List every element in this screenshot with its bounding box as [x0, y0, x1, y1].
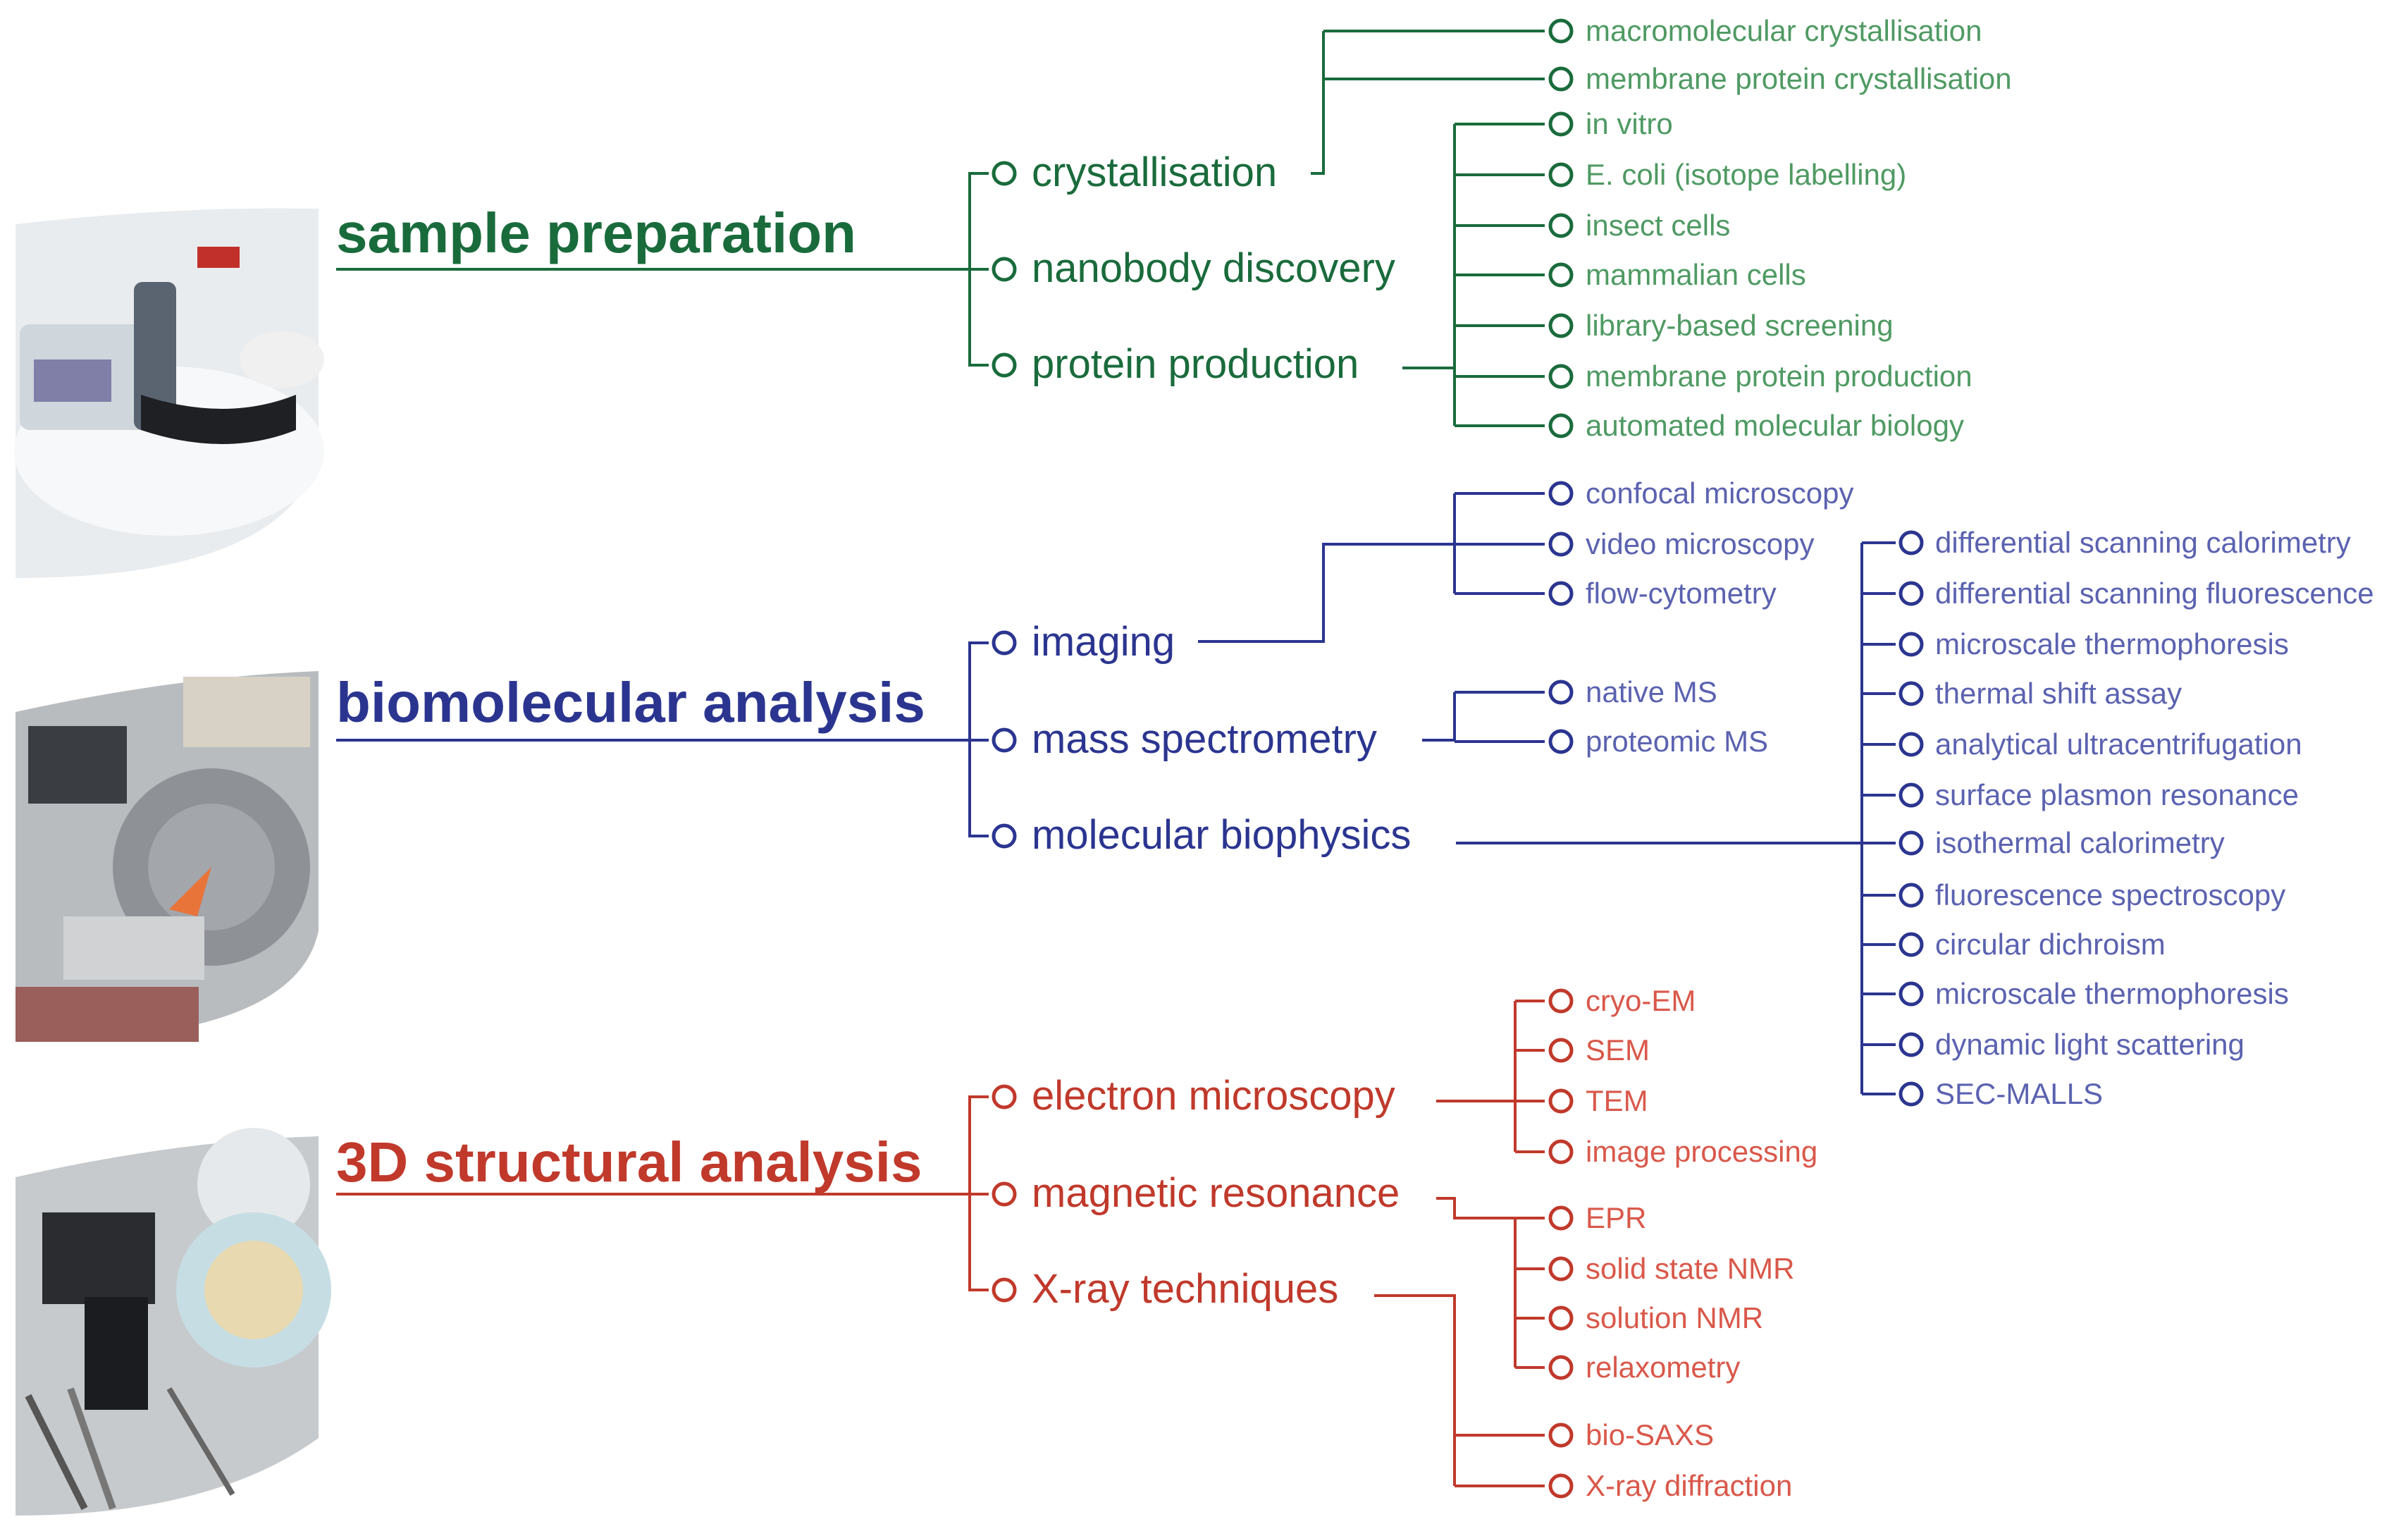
leaf-circular-dichroism: circular dichroism: [1935, 928, 2166, 961]
leaf-e-coli: E. coli (isotope labelling): [1586, 158, 1906, 191]
leaf-x-ray-diffraction: X-ray diffraction: [1586, 1469, 1792, 1502]
structural-analysis-photo: [16, 1128, 331, 1516]
leaf-epr: EPR: [1586, 1201, 1646, 1234]
leaf-video-microscopy: video microscopy: [1586, 527, 1814, 560]
leaf-microscale-thermophoresis: microscale thermophoresis: [1935, 627, 2289, 660]
leaf-tem: TEM: [1586, 1084, 1648, 1117]
leaf-flow-cytometry: flow-cytometry: [1586, 577, 1777, 610]
x-ray-techniques-label: X-ray techniques: [1032, 1266, 1338, 1312]
biomolecular-analysis-branch: biomolecular analysis imaging mass spect…: [336, 477, 2374, 1110]
leaf-relaxometry: relaxometry: [1586, 1351, 1740, 1384]
leaf-thermal-shift-assay: thermal shift assay: [1935, 677, 2182, 710]
leaf-library-based-screening: library-based screening: [1586, 309, 1894, 342]
crystallisation-node: [992, 161, 1017, 186]
molecular-biophysics-label: molecular biophysics: [1032, 812, 1411, 858]
nanobody-discovery-label: nanobody discovery: [1032, 245, 1395, 291]
biomolecular-analysis-photo: [16, 671, 319, 1042]
leaf-solution-nmr: solution NMR: [1586, 1301, 1763, 1334]
sample-preparation-photo: [14, 208, 324, 578]
leaf-differential-scanning-fluorescence: differential scanning fluorescence: [1935, 577, 2374, 610]
leaf-differential-scanning-calorimetry: differential scanning calorimetry: [1935, 526, 2351, 559]
leaf-in-vitro: in vitro: [1586, 107, 1673, 140]
leaf-membrane-protein-crystallisation: membrane protein crystallisation: [1586, 62, 2012, 95]
leaf-native-ms: native MS: [1586, 675, 1717, 708]
leaf-mammalian-cells: mammalian cells: [1586, 258, 1806, 291]
biomolecular-analysis-title: biomolecular analysis: [336, 671, 925, 734]
imaging-label: imaging: [1032, 619, 1175, 665]
leaf-automated-molecular-biology: automated molecular biology: [1586, 409, 1964, 442]
protein-production-node: [992, 352, 1017, 378]
leaf-sem: SEM: [1586, 1033, 1650, 1067]
leaf-cryo-em: cryo-EM: [1586, 984, 1696, 1017]
mass-spectrometry-label: mass spectrometry: [1032, 716, 1377, 762]
protein-production-label: protein production: [1032, 341, 1359, 387]
leaf-surface-plasmon-resonance: surface plasmon resonance: [1935, 778, 2299, 811]
structural-analysis-title: 3D structural analysis: [336, 1131, 922, 1193]
structural-analysis-branch: 3D structural analysis electron microsco…: [336, 984, 1817, 1502]
leaf-analytical-ultracentrifugation: analytical ultracentrifugation: [1935, 727, 2302, 761]
leaf-bio-saxs: bio-SAXS: [1586, 1418, 1714, 1451]
sample-preparation-title: sample preparation: [336, 202, 856, 264]
leaf-isothermal-calorimetry: isothermal calorimetry: [1935, 826, 2225, 859]
leaf-membrane-protein-production: membrane protein production: [1586, 360, 1972, 393]
leaf-solid-state-nmr: solid state NMR: [1586, 1252, 1794, 1285]
leaf-macromolecular-crystallisation: macromolecular crystallisation: [1586, 14, 1982, 47]
nanobody-node: [992, 257, 1017, 282]
crystallisation-label: crystallisation: [1032, 149, 1277, 195]
leaf-image-processing: image processing: [1586, 1135, 1817, 1168]
leaf-insect-cells: insect cells: [1586, 209, 1730, 242]
leaf-proteomic-ms: proteomic MS: [1586, 725, 1768, 758]
electron-microscopy-label: electron microscopy: [1032, 1073, 1395, 1119]
leaf-fluorescence-spectroscopy: fluorescence spectroscopy: [1935, 878, 2285, 911]
leaf-dynamic-light-scattering: dynamic light scattering: [1935, 1028, 2245, 1061]
leaf-microscale-thermophoresis-2: microscale thermophoresis: [1935, 977, 2289, 1010]
leaf-confocal-microscopy: confocal microscopy: [1586, 477, 1853, 510]
leaf-sec-malls: SEC-MALLS: [1935, 1077, 2103, 1110]
sample-preparation-branch: sample preparation crystallisation nanob…: [336, 14, 2012, 442]
magnetic-resonance-label: magnetic resonance: [1032, 1170, 1400, 1216]
